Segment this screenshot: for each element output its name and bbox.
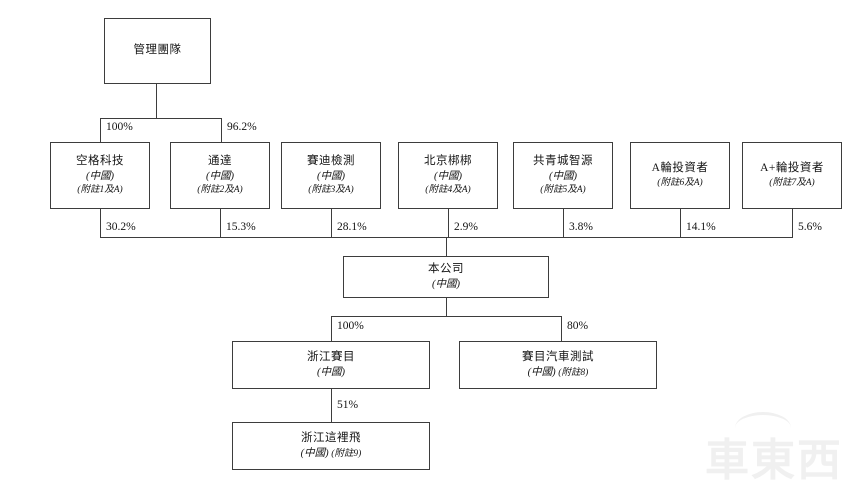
subsidiary-country: (中國) (527, 366, 556, 378)
ownership-label-6: 5.6% (798, 221, 822, 233)
subsidiary-name: 浙江賽目 (307, 351, 355, 364)
grandchild-name: 浙江這裡飛 (301, 432, 361, 445)
shareholder-box-beijing-bangbang: 北京梆梆 (中國) (附註4及A) (398, 142, 498, 209)
shareholder-note: (附註2及A) (197, 184, 243, 195)
connector-root-split (100, 118, 222, 119)
connector-drop-6 (792, 209, 793, 237)
grandchild-note: (附註9) (331, 448, 362, 459)
shareholder-name: 空格科技 (76, 155, 124, 168)
connector-drop-5 (680, 209, 681, 237)
shareholder-box-series-a-plus: A+輪投資者 (附註7及A) (742, 142, 842, 209)
ownership-label-grandchild: 51% (337, 399, 359, 411)
subsidiary-name: 賽目汽車測試 (522, 351, 594, 364)
subsidiary-country-note: (中國) (附註8) (528, 366, 589, 380)
shareholder-country: (中國) (434, 170, 462, 182)
shareholder-note: (附註4及A) (425, 184, 471, 195)
subsidiary-note: (附註8) (558, 367, 589, 378)
connector-root-stem (156, 84, 157, 118)
shareholder-note: (附註7及A) (769, 177, 815, 188)
ownership-label-5: 14.1% (686, 221, 716, 233)
shareholder-note: (附註6及A) (657, 177, 703, 188)
watermark-car-roof-icon (735, 412, 791, 428)
connector-drop-1 (220, 209, 221, 237)
ownership-label-1: 15.3% (226, 221, 256, 233)
shareholder-name: A輪投資者 (651, 162, 709, 175)
subsidiary-box-saimu-auto-test: 賽目汽車測試 (中國) (附註8) (459, 341, 657, 389)
management-team-label: 管理團隊 (133, 44, 182, 57)
grandchild-box-zhejiang-zhelifei: 浙江這裡飛 (中國) (附註9) (232, 422, 430, 470)
shareholder-country: (中國) (549, 170, 577, 182)
shareholder-note: (附註5及A) (540, 184, 586, 195)
subsidiary-box-zhejiang-saimu: 浙江賽目 (中國) (232, 341, 430, 389)
connector-drop-tongda (221, 118, 222, 142)
connector-company-split (331, 316, 562, 317)
shareholder-country: (中國) (206, 170, 234, 182)
connector-drop-3 (448, 209, 449, 237)
connector-drop-0 (100, 209, 101, 237)
connector-company-stem (446, 298, 447, 316)
shareholder-box-tongda: 通達 (中國) (附註2及A) (170, 142, 270, 209)
ownership-label-0: 30.2% (106, 221, 136, 233)
connector-drop-4 (563, 209, 564, 237)
connector-drop-kongge (100, 118, 101, 142)
shareholder-box-gongqingcheng: 共青城智源 (中國) (附註5及A) (513, 142, 613, 209)
shareholder-note: (附註3及A) (308, 184, 354, 195)
company-country: (中國) (432, 278, 460, 290)
connector-grandchild-stem (331, 389, 332, 422)
shareholder-name: 北京梆梆 (424, 155, 472, 168)
shareholder-note: (附註1及A) (77, 184, 123, 195)
shareholder-name: 通達 (208, 155, 232, 168)
ownership-label-saimu-auto: 80% (567, 320, 589, 332)
shareholder-box-kongge: 空格科技 (中國) (附註1及A) (50, 142, 150, 209)
subsidiary-country: (中國) (317, 366, 345, 378)
ownership-label-zhejiang-saimu: 100% (337, 320, 364, 332)
ownership-label-4: 3.8% (569, 221, 593, 233)
watermark-logo: 車東西 (705, 436, 843, 485)
company-name: 本公司 (428, 263, 464, 276)
connector-drop-zhejiang-saimu (331, 316, 332, 341)
connector-drop-2 (331, 209, 332, 237)
shareholder-name: A+輪投資者 (760, 162, 824, 175)
management-team-box: 管理團隊 (104, 18, 211, 84)
ownership-label-2: 28.1% (337, 221, 367, 233)
shareholder-box-series-a: A輪投資者 (附註6及A) (630, 142, 730, 209)
grandchild-country: (中國) (300, 447, 329, 459)
shareholder-country: (中國) (86, 170, 114, 182)
shareholder-country: (中國) (317, 170, 345, 182)
shareholder-name: 賽迪檢測 (307, 155, 355, 168)
ownership-label-root-left: 100% (106, 121, 133, 133)
grandchild-country-note: (中國) (附註9) (301, 447, 362, 461)
company-box: 本公司 (中國) (343, 256, 549, 298)
shareholder-name: 共青城智源 (533, 155, 593, 168)
shareholder-box-saidi: 賽迪檢測 (中國) (附註3及A) (281, 142, 381, 209)
ownership-label-3: 2.9% (454, 221, 478, 233)
connector-drop-company (446, 237, 447, 256)
ownership-label-root-right: 96.2% (227, 121, 257, 133)
connector-drop-saimu-auto (561, 316, 562, 341)
